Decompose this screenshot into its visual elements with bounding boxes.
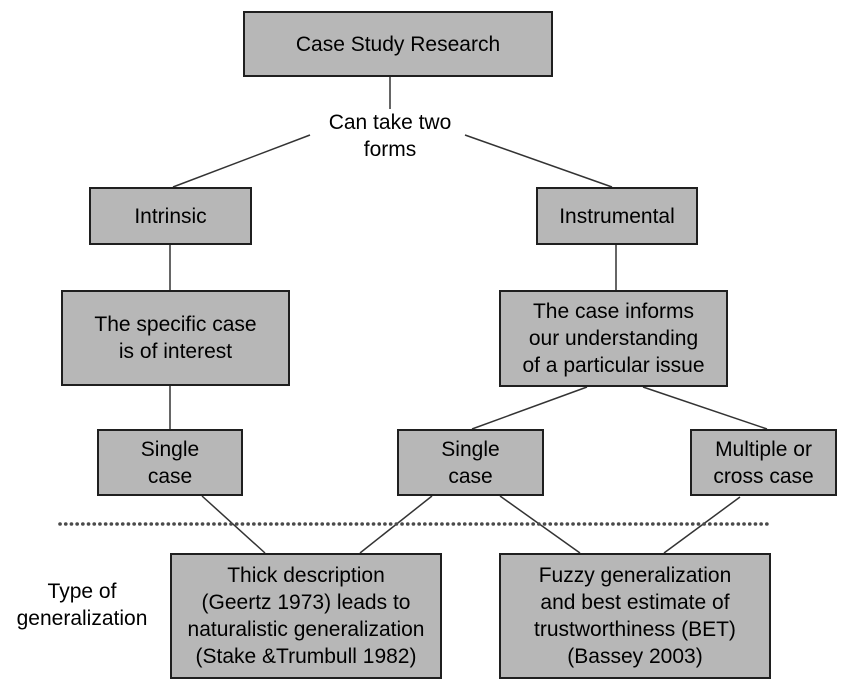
node-fuzzy-generalization-bet: Fuzzy generalization and best estimate o…	[499, 553, 771, 679]
edge-case-informs-to-single-mid	[471, 386, 588, 430]
node-specific-case-of-interest: The specific case is of interest	[61, 290, 290, 386]
node-thick-description-generalization: Thick description (Geertz 1973) leads to…	[170, 553, 442, 679]
edge-branch-label-to-intrinsic	[172, 134, 311, 188]
node-instrumental: Instrumental	[536, 187, 698, 245]
branch-label-can-take-two-forms: Can take two forms	[328, 111, 452, 161]
node-case-informs-understanding: The case informs our understanding of a …	[499, 290, 728, 387]
node-case-study-research: Case Study Research	[243, 11, 553, 77]
edge-case-informs-to-multiple	[642, 386, 768, 430]
node-multiple-or-cross-case: Multiple or cross case	[690, 429, 837, 496]
node-single-case-left: Single case	[97, 429, 243, 496]
type-of-generalization-label: Type of generalization	[16, 580, 148, 630]
node-single-case-middle: Single case	[397, 429, 544, 496]
edge-multiple-to-fuzzy	[663, 496, 741, 554]
node-intrinsic: Intrinsic	[89, 187, 252, 245]
edge-single-left-to-thick	[201, 495, 266, 554]
edge-branch-label-to-instrumental	[464, 134, 613, 188]
